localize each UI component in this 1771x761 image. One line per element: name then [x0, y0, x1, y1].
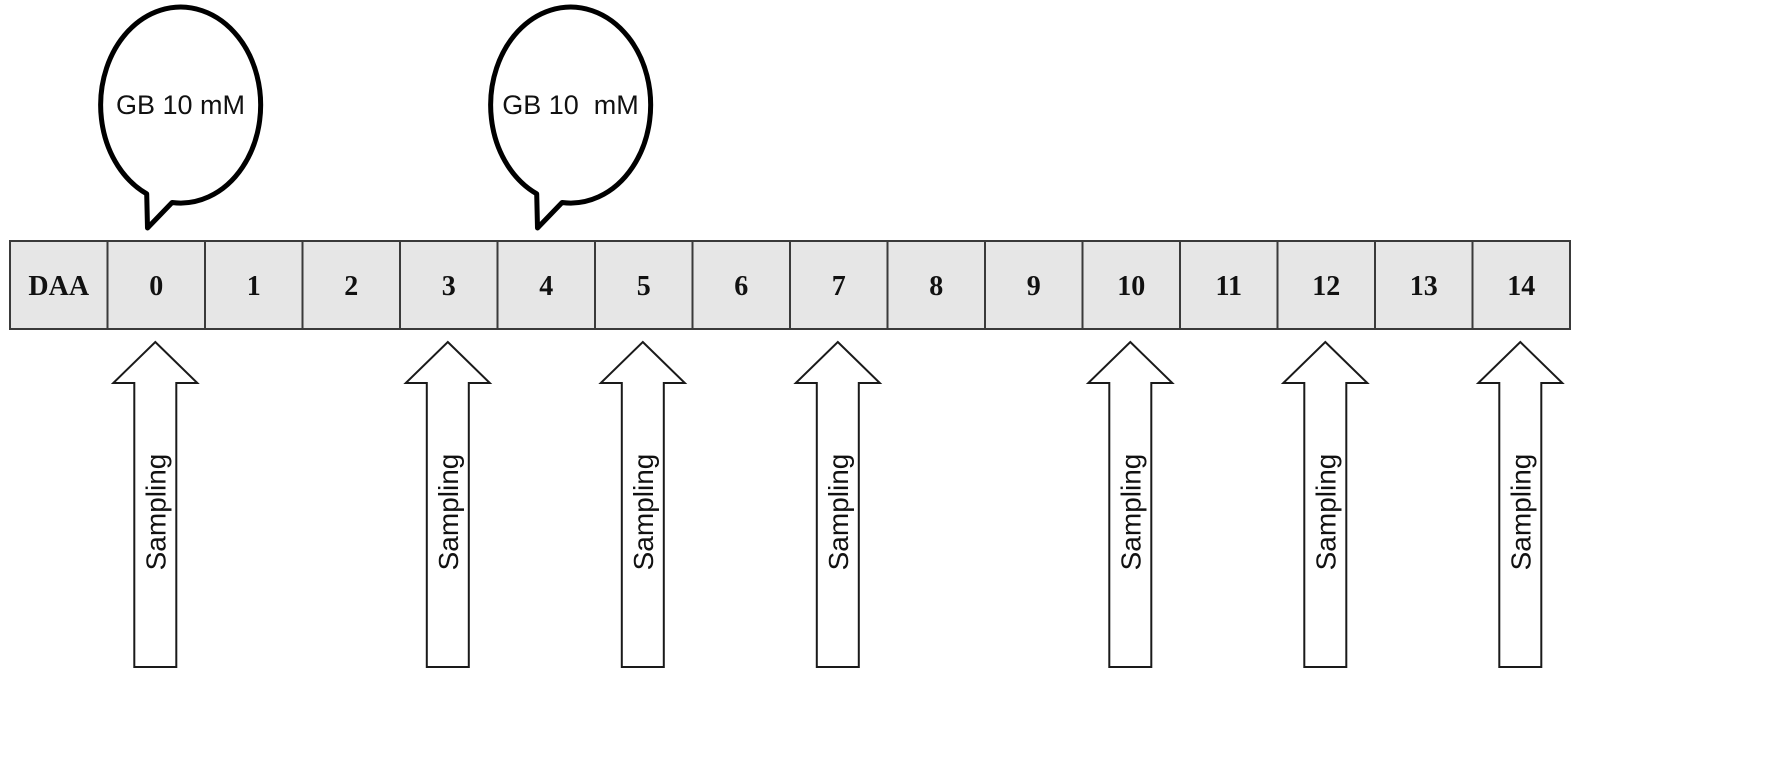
up-arrow-icon: [110, 340, 200, 668]
day-label: 12: [1312, 271, 1340, 302]
sampling-label: Sampling: [433, 454, 464, 571]
sampling-arrow: Sampling: [403, 340, 493, 668]
speech-bubble-shape: [98, 4, 264, 231]
timeline-day-cell: 9: [984, 240, 1084, 330]
cell-box: [594, 240, 694, 330]
sampling-label: Sampling: [823, 454, 854, 571]
sampling-label: Sampling: [1505, 454, 1536, 571]
cell-box: [1276, 240, 1376, 330]
timeline-day-cell: 14: [1471, 240, 1571, 330]
treatment-bubble: GB 10 mM: [488, 4, 654, 231]
day-label: 13: [1410, 271, 1438, 302]
timeline-day-cell: 7: [789, 240, 889, 330]
cell-box: [1081, 240, 1181, 330]
cell-box: [204, 240, 304, 330]
cell-box: [106, 240, 206, 330]
cell-box: [691, 240, 791, 330]
treatment-bubble: GB 10 mM: [98, 4, 264, 231]
timeline-header-cell: DAA: [9, 240, 109, 330]
cell-box: [496, 240, 596, 330]
timeline-day-cell: 13: [1374, 240, 1474, 330]
day-label: 4: [539, 271, 553, 302]
timeline-day-cell: 6: [691, 240, 791, 330]
sampling-label: Sampling: [628, 454, 659, 571]
sampling-arrow: Sampling: [598, 340, 688, 668]
treatment-bubbles: GB 10 mM GB 10 mM: [98, 4, 654, 231]
day-label: 3: [442, 271, 456, 302]
up-arrow-icon: [1085, 340, 1175, 668]
treatment-label: GB 10 mM: [502, 90, 639, 120]
cell-box: [399, 240, 499, 330]
day-label: 6: [734, 271, 748, 302]
timeline-day-cell: 10: [1081, 240, 1181, 330]
up-arrow-icon: [598, 340, 688, 668]
sampling-arrows: Sampling Sampling Sampling Sampling Sampling…: [110, 340, 1565, 668]
sampling-arrow: Sampling: [110, 340, 200, 668]
sampling-label: Sampling: [1115, 454, 1146, 571]
cell-box: [789, 240, 889, 330]
cell-box: [9, 240, 109, 330]
sampling-arrow: Sampling: [793, 340, 883, 668]
speech-bubble-shape: [488, 4, 654, 231]
day-label: 11: [1216, 271, 1242, 302]
day-label: 5: [637, 271, 651, 302]
timeline-day-cell: 1: [204, 240, 304, 330]
day-label: 0: [149, 271, 163, 302]
timeline-day-cell: 4: [496, 240, 596, 330]
up-arrow-icon: [1475, 340, 1565, 668]
timeline-day-cell: 2: [301, 240, 401, 330]
day-label: 8: [929, 271, 943, 302]
up-arrow-icon: [403, 340, 493, 668]
up-arrow-icon: [793, 340, 883, 668]
sampling-arrow: Sampling: [1475, 340, 1565, 668]
cell-box: [1471, 240, 1571, 330]
timeline-day-cell: 12: [1276, 240, 1376, 330]
cell-box: [1179, 240, 1279, 330]
sampling-arrow: Sampling: [1085, 340, 1175, 668]
day-label: 9: [1027, 271, 1041, 302]
sampling-label: Sampling: [1310, 454, 1341, 571]
timeline-day-cell: 3: [399, 240, 499, 330]
daa-label: DAA: [28, 271, 89, 302]
day-label: 2: [344, 271, 358, 302]
sampling-arrow: Sampling: [1280, 340, 1370, 668]
day-label: 7: [832, 271, 846, 302]
day-label: 10: [1117, 271, 1145, 302]
treatment-label: GB 10 mM: [116, 90, 245, 120]
timeline-day-cell: 8: [886, 240, 986, 330]
timeline-day-cell: 0: [106, 240, 206, 330]
cell-box: [886, 240, 986, 330]
day-label: 14: [1507, 271, 1535, 302]
sampling-label: Sampling: [140, 454, 171, 571]
day-label: 1: [247, 271, 261, 302]
timeline-day-cell: 11: [1179, 240, 1279, 330]
up-arrow-icon: [1280, 340, 1370, 668]
timeline-day-cell: 5: [594, 240, 694, 330]
